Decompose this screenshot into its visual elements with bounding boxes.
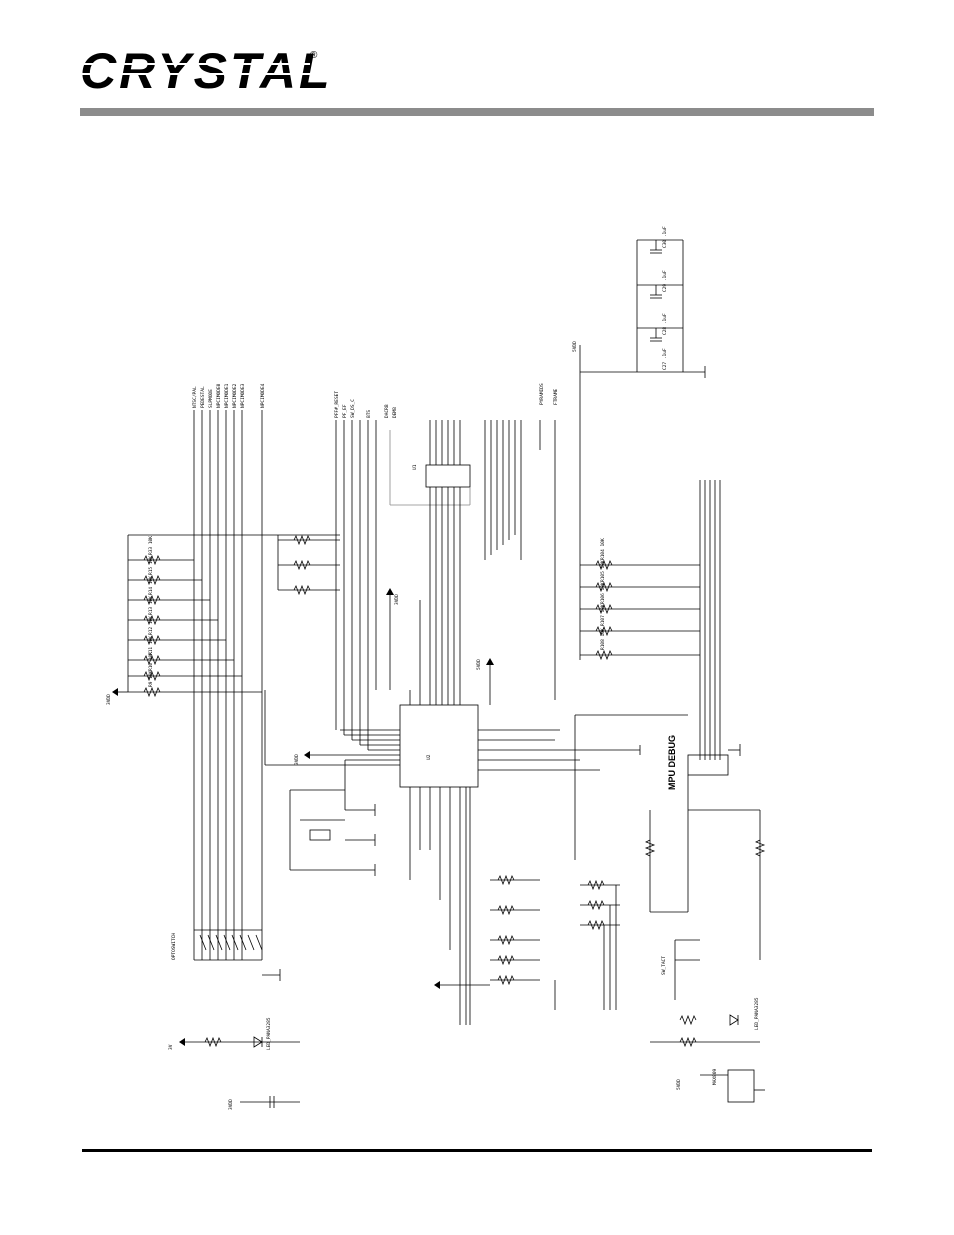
- res-r15: R15 10K: [148, 556, 154, 575]
- net-pff-reset: PFF#_RESET: [334, 391, 340, 418]
- cap-c27-label: C27 .1uF: [662, 348, 668, 370]
- resistor-ladder-right: R104 10K R105 10K R106 10K R107 10K R108…: [580, 480, 721, 760]
- net-slpmode: SLPMODE: [208, 389, 214, 408]
- crystal-logo-mark: [78, 60, 310, 63]
- power-label-5vdd-bottom: 5VDD: [676, 1079, 682, 1090]
- resistor-ladder-left: 3VDD R33 10K R15 10K R14 10K R13 10K R12…: [106, 534, 340, 705]
- net-npcimode4: NPCIMODE4: [260, 383, 266, 408]
- mpu-debug-label: MPU DEBUG: [667, 735, 677, 790]
- led-label-right: LED_PANA3285: [754, 997, 760, 1030]
- power-label-3vdd: 3VDD: [294, 754, 300, 765]
- power-label-5vdd-top: 5VDD: [572, 341, 578, 352]
- res-r14: R14 10K: [148, 576, 154, 595]
- chip-u1-label: U1: [412, 464, 418, 470]
- cap-c30-label: C30 .1uF: [662, 226, 668, 248]
- dip-switch-u5: OPTOSWITCH: [171, 929, 281, 981]
- res-r11: R11 10K: [148, 636, 154, 655]
- net-labels-top: NTSC/PAL PEDESTAL SLPMODE NPCIMODE0 NPCI…: [192, 383, 266, 960]
- chip-u2: U2 3VDD: [264, 487, 641, 1025]
- led-circuits: 3V LED_PANA3285 3VDD LED_PANA3285 SW_TAC…: [168, 939, 765, 1110]
- power-label-5vdd-left: 3VDD: [106, 694, 112, 705]
- net-dacrb: DACRB: [384, 404, 390, 418]
- res-r12: R12 10K: [148, 616, 154, 635]
- res-r10: R10 10K: [148, 652, 154, 671]
- net-sw-ds-c: SW_DS_C: [350, 399, 356, 418]
- footer-rule: [82, 1149, 872, 1152]
- net-pyramids: PYRAMIDS: [539, 383, 545, 405]
- net-pf-ef: PF_EF: [342, 404, 348, 418]
- oscillator-section: [289, 789, 376, 876]
- res-r105: R105 10K: [600, 560, 606, 582]
- chip-u2-label: U2: [426, 754, 432, 760]
- net-bts: BTS: [366, 410, 372, 418]
- resistor-cluster-bottom: [434, 874, 620, 1010]
- max809-label: MAX809: [712, 1068, 718, 1085]
- res-r107: R107 10K: [600, 604, 606, 626]
- res-r106: R106 10K: [600, 582, 606, 604]
- power-label-3vdd-bottom: 3VDD: [228, 1099, 234, 1110]
- optoswitch-label: OPTOSWITCH: [171, 933, 177, 960]
- net-fframe: FTRAME: [553, 388, 559, 405]
- cap-c28-label: C28 .1uF: [662, 313, 668, 335]
- net-demb: DEMB: [392, 407, 398, 418]
- res-r104: R104 10K: [600, 538, 606, 560]
- res-r108: R108 10K: [600, 628, 606, 650]
- brand-text: CRYSTAL: [80, 46, 328, 96]
- net-labels-right: PYRAMIDS FTRAME: [484, 383, 559, 700]
- led-label-left: LED_PANA3285: [266, 1017, 272, 1050]
- net-npcimode1: NPCIMODE1: [224, 383, 230, 408]
- crystal-logo: CRYSTAL ®: [78, 43, 330, 99]
- sw-tact-label: SW_TACT: [661, 956, 667, 975]
- net-npcimode0: NPCIMODE0: [216, 383, 222, 408]
- capacitor-bank-top: C30 .1uF C29 .1uF C28 .1uF C27 .1uF 5VDD: [572, 226, 706, 660]
- net-ntsc-pal: NTSC/PAL: [192, 386, 198, 408]
- header-bar: [80, 108, 874, 116]
- power-label-3v: 3V: [168, 1044, 174, 1050]
- net-pedestal: PEDESTAL: [200, 386, 206, 408]
- res-r33: R33 10K: [148, 536, 154, 555]
- net-npcimode3: NPCIMODE3: [240, 383, 246, 408]
- power-label-3vdd-u2: 3VDD: [394, 594, 400, 605]
- res-r9: R9 10K: [148, 670, 154, 687]
- net-npcimode2: NPCIMODE2: [232, 383, 238, 408]
- cap-c29-label: C29 .1uF: [662, 270, 668, 292]
- mpu-debug-header: MPU DEBUG: [574, 714, 766, 960]
- registered-mark: ®: [310, 50, 318, 61]
- net-labels-mid: PFF#_RESET PF_EF SW_DS_C BTS DACRB DEMB: [277, 391, 398, 750]
- power-label-5vdd-u2: 5VDD: [476, 659, 482, 670]
- res-r13: R13 10K: [148, 596, 154, 615]
